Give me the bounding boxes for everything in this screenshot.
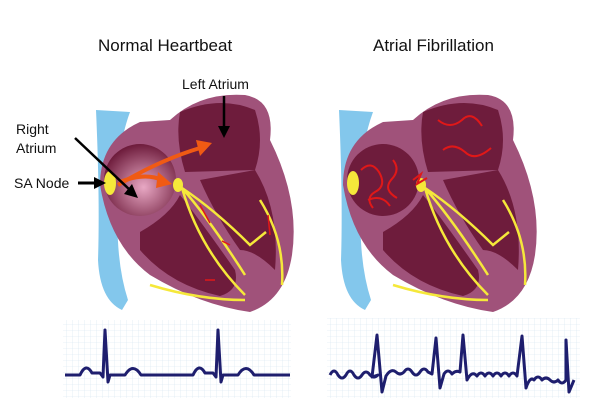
atrial-fibrillation-title: Atrial Fibrillation: [373, 36, 494, 55]
chaotic-atrial-signals: [360, 115, 492, 209]
av-node: [173, 178, 183, 192]
sa-node-pointer: [78, 177, 106, 189]
sa-node: [104, 171, 116, 195]
normal-ecg-trace: [65, 328, 290, 384]
normal-heartbeat-title: Normal Heartbeat: [98, 36, 233, 55]
left-ventricle-chamber: [443, 170, 519, 270]
right-atrium-label: Right Atrium: [16, 121, 57, 156]
afib-ecg-grid: [327, 318, 580, 398]
left-atrium-label: Left Atrium: [182, 76, 249, 92]
normal-heart: [96, 94, 294, 312]
left-atrium-chamber: [178, 102, 260, 172]
left-ventricle-chamber: [200, 170, 276, 270]
right-ventricle-chamber: [140, 195, 236, 296]
sa-node-label: SA Node: [14, 175, 70, 191]
conduction-pathways: [149, 186, 284, 302]
left-atrium-pointer: [218, 96, 230, 138]
signal-arrow-to-av-node: [119, 172, 172, 188]
sa-node: [347, 171, 359, 195]
afib-heart: [339, 94, 537, 312]
afib-ecg-trace: [328, 333, 576, 394]
left-atrium-chamber: [421, 102, 503, 172]
right-ventricle-chamber: [383, 195, 479, 296]
conduction-pathways: [392, 186, 527, 302]
normal-ecg-grid: [63, 320, 291, 398]
ventricular-signals: [199, 204, 271, 281]
right-atrium-pointer: [74, 137, 138, 198]
